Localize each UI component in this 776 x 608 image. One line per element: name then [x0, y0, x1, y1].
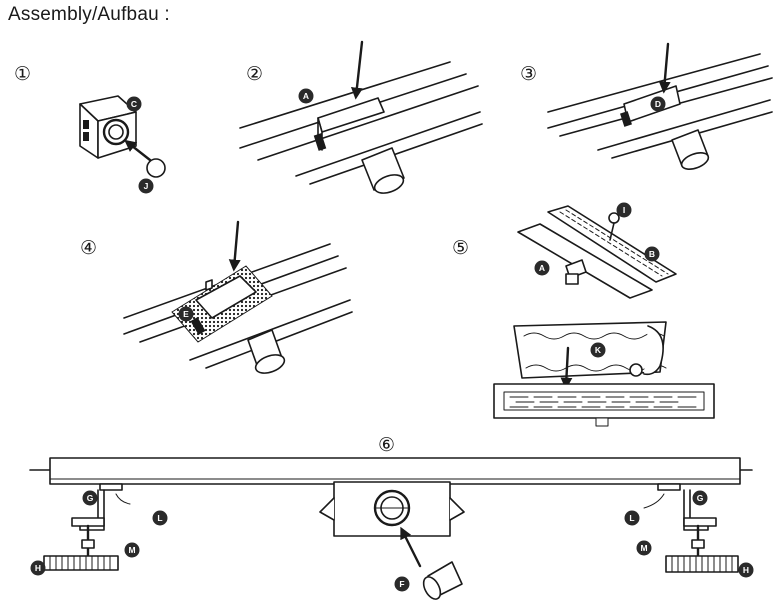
svg-text:M: M — [128, 545, 135, 555]
part-badge-c: C — [126, 96, 142, 112]
svg-text:H: H — [743, 565, 749, 575]
svg-text:H: H — [35, 563, 41, 573]
part-badge-b: B — [644, 246, 660, 262]
step-3: ③ — [520, 42, 773, 170]
right-foot-assembly — [643, 483, 739, 573]
svg-text:B: B — [649, 249, 655, 259]
channel-a — [239, 61, 483, 194]
part-badge-a-step2: A — [298, 88, 314, 104]
drain-channel-side — [29, 457, 753, 485]
part-badge-l-right: L — [624, 510, 640, 526]
finished-grate — [493, 383, 715, 427]
svg-text:A: A — [539, 263, 545, 273]
step-2: ② — [239, 40, 483, 194]
svg-text:A: A — [303, 91, 309, 101]
step-5: ⑤ — [452, 205, 715, 427]
part-badge-h-right: H — [738, 562, 754, 578]
step-6: ⑥ — [29, 434, 753, 600]
part-badge-g-left: G — [82, 490, 98, 506]
svg-text:K: K — [595, 345, 602, 355]
insert-arrow — [124, 139, 152, 162]
part-badge-m-left: M — [124, 542, 140, 558]
part-badge-f: F — [394, 576, 410, 592]
svg-text:G: G — [697, 493, 704, 503]
step-6-number: ⑥ — [378, 434, 395, 456]
part-badge-h-left: H — [30, 560, 46, 576]
svg-text:E: E — [183, 309, 189, 319]
svg-text:C: C — [131, 99, 137, 109]
svg-text:I: I — [623, 205, 625, 215]
step-4-number: ④ — [80, 237, 97, 259]
svg-text:M: M — [640, 543, 647, 553]
insert-arrow — [228, 220, 241, 272]
part-badge-j: J — [138, 178, 154, 194]
part-badge-m-right: M — [636, 540, 652, 556]
part-badge-l-left: L — [152, 510, 168, 526]
part-badge-d: D — [650, 96, 666, 112]
svg-text:J: J — [144, 181, 149, 191]
outlet-arrow — [400, 526, 422, 568]
step-5-number: ⑤ — [452, 237, 469, 259]
svg-text:F: F — [399, 579, 404, 589]
channel-a-open — [517, 223, 653, 299]
perforated-cover-e — [171, 265, 273, 343]
insert-arrow — [350, 40, 364, 100]
part-badge-a-step5: A — [534, 260, 550, 276]
step-4: ④ — [80, 220, 353, 374]
tile-mat-k — [513, 321, 667, 379]
page-title: Assembly/Aufbau : — [8, 4, 170, 25]
grate-b — [547, 205, 677, 283]
step-3-number: ③ — [520, 63, 537, 85]
channel-d — [547, 53, 773, 170]
part-badge-k: K — [590, 342, 606, 358]
svg-text:D: D — [655, 99, 661, 109]
part-badge-i: I — [616, 202, 632, 218]
part-badge-g-right: G — [692, 490, 708, 506]
outlet-pipe-f — [422, 561, 463, 600]
insert-arrow — [658, 42, 671, 94]
step-1-number: ① — [14, 63, 31, 85]
svg-text:L: L — [629, 513, 634, 523]
lifting-hook-i — [608, 212, 620, 241]
insert-arrow — [560, 346, 573, 390]
step-2-number: ② — [246, 63, 263, 85]
step-1: ① — [14, 63, 166, 178]
svg-text:G: G — [87, 493, 94, 503]
outlet-housing — [319, 481, 465, 537]
seal-ring-j — [146, 158, 166, 178]
part-badge-e: E — [178, 306, 194, 322]
svg-text:L: L — [157, 513, 162, 523]
drain-body-c-installed — [313, 97, 385, 151]
